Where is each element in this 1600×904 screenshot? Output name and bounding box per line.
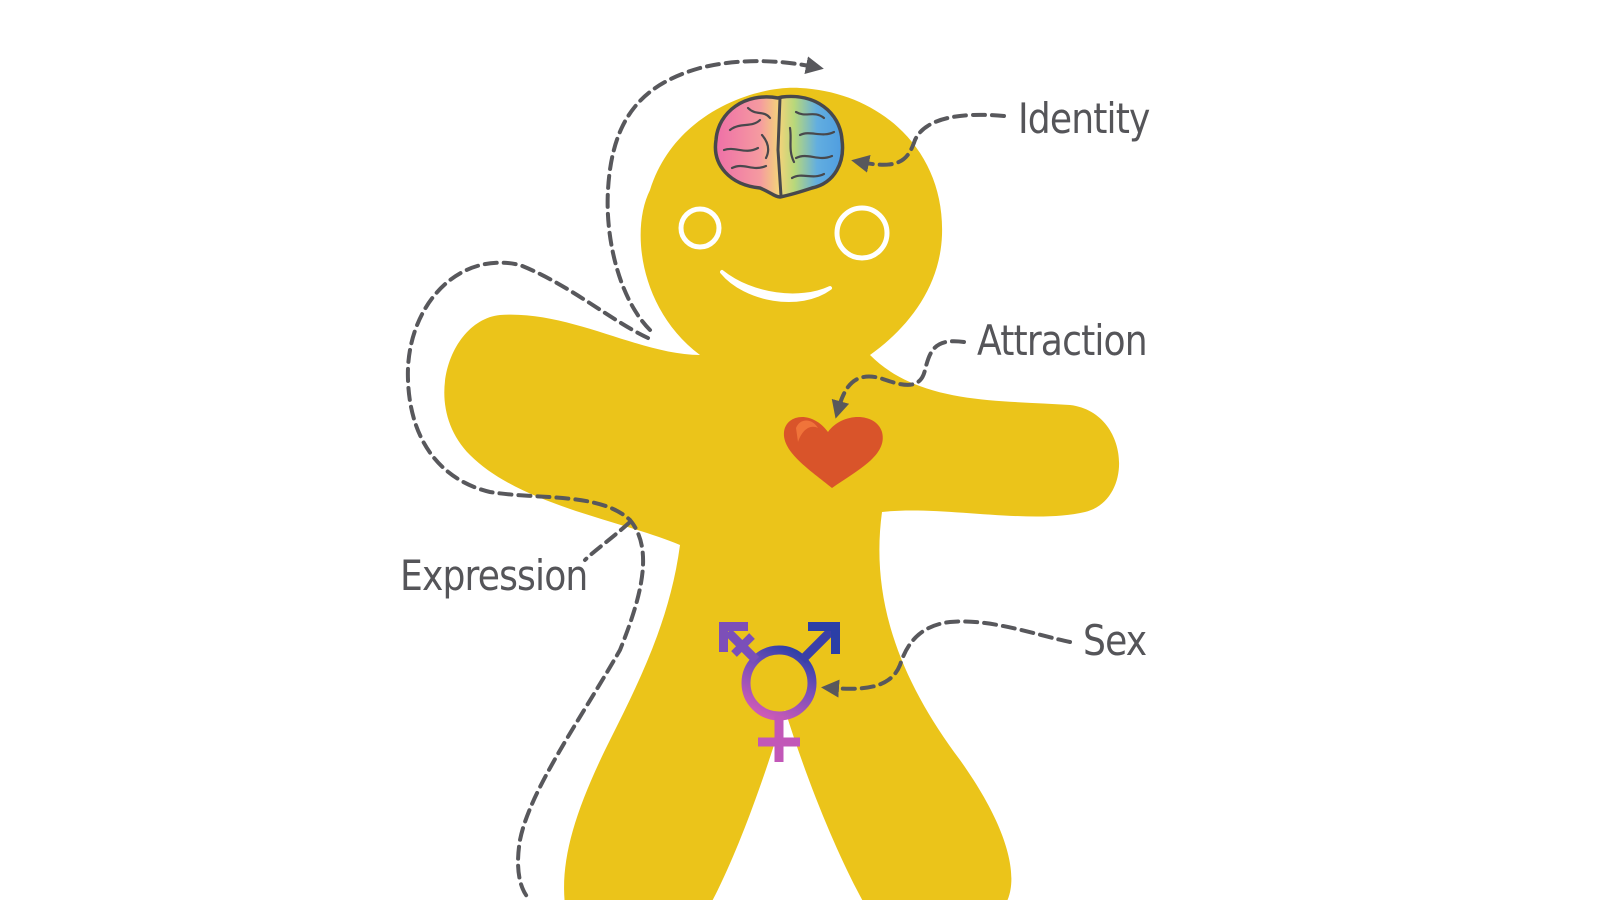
left-eye xyxy=(678,206,722,250)
brain-icon xyxy=(713,94,845,199)
gingerbread-body xyxy=(444,87,1120,904)
smile xyxy=(720,270,832,302)
right-eye xyxy=(834,205,890,261)
label-attraction: Attraction xyxy=(977,316,1148,365)
label-expression: Expression xyxy=(400,551,588,600)
sex-connector xyxy=(821,619,1072,698)
expression-connector-label xyxy=(583,520,632,562)
identity-connector xyxy=(851,112,1006,173)
label-identity: Identity xyxy=(1018,94,1150,143)
dashed-connectors xyxy=(405,56,1072,902)
expression-connector-arm xyxy=(405,260,650,902)
heart-icon xyxy=(783,416,883,488)
expression-connector-top xyxy=(605,56,824,332)
attraction-connector xyxy=(831,339,966,419)
transgender-symbol-icon xyxy=(719,622,840,762)
face xyxy=(678,205,890,302)
label-sex: Sex xyxy=(1083,616,1147,665)
